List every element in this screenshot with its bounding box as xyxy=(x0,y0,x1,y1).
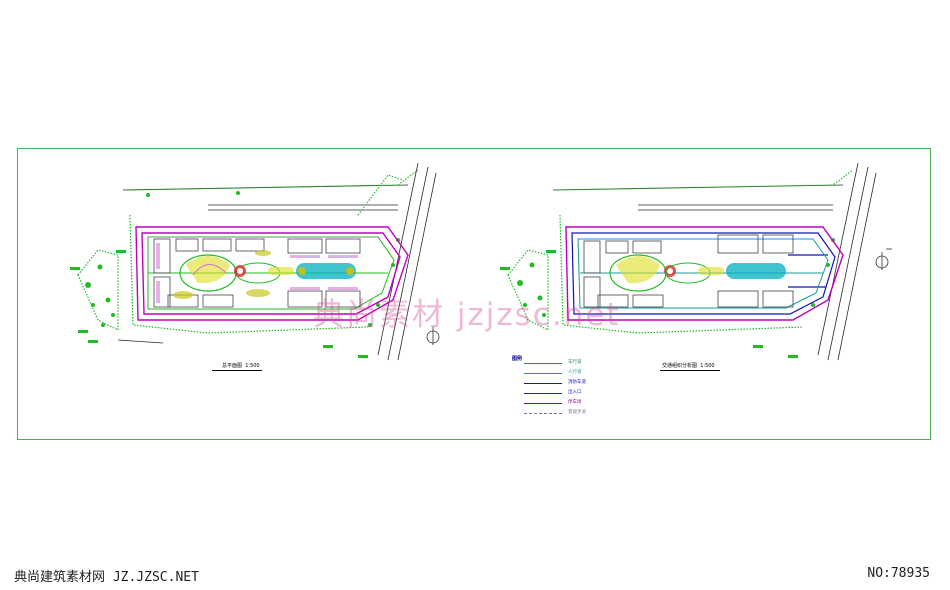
legend-item: 消防车道 xyxy=(524,379,586,387)
legend-title: 图例 xyxy=(512,356,523,362)
plan-left-caption-underline xyxy=(212,370,262,371)
image-number: NO:78935 xyxy=(867,566,930,581)
legend-swatch xyxy=(524,393,562,394)
legend-label: 景观步道 xyxy=(568,410,586,415)
legend-label: 停车场 xyxy=(568,400,582,405)
legend-label: 人行道 xyxy=(568,370,582,375)
legend-swatch xyxy=(524,403,562,404)
legend-label: 出入口 xyxy=(568,390,582,395)
site-plan-left-drawing xyxy=(70,162,440,361)
drawing-border xyxy=(17,148,931,440)
legend-item: 人行道 xyxy=(524,369,584,377)
site-plan-left xyxy=(58,155,458,365)
legend-item: 停车场 xyxy=(524,399,584,407)
legend-swatch xyxy=(524,413,562,414)
legend-label: 车行道 xyxy=(568,360,582,365)
legend-swatch xyxy=(524,383,562,384)
legend-swatch xyxy=(524,373,562,374)
plan-right-caption-underline xyxy=(660,370,720,371)
legend-item: 出入口 xyxy=(524,389,584,397)
legend-swatch xyxy=(524,363,562,364)
legend-item: 景观步道 xyxy=(524,409,586,417)
plan-right-caption: 交通组织分析图 1:500 xyxy=(662,363,715,369)
watermark: 典尚素材 jzjzsc.net xyxy=(313,297,621,333)
plan-left-caption: 总平面图 1:500 xyxy=(222,363,260,369)
site-name: 典尚建筑素材网 JZ.JZSC.NET xyxy=(14,570,199,585)
site-plan-right-drawing xyxy=(500,162,892,361)
site-plan-right xyxy=(488,155,908,365)
legend-item: 车行道 xyxy=(524,359,584,367)
legend-label: 消防车道 xyxy=(568,380,586,385)
